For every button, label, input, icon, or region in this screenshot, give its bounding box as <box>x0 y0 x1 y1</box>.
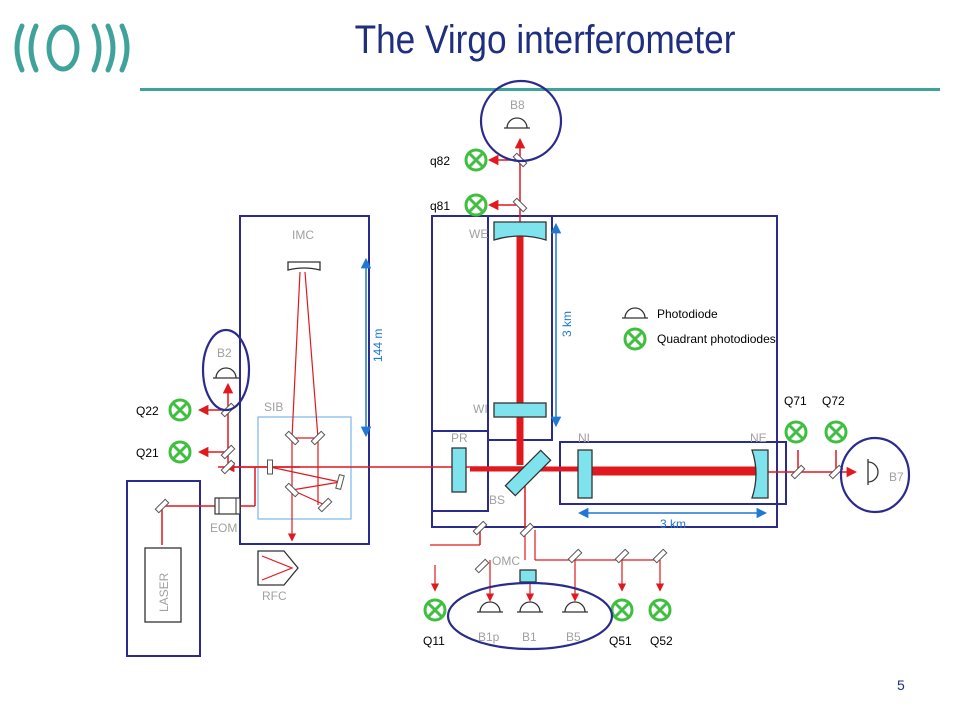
title-rule <box>140 88 940 91</box>
dimension-arrows <box>360 222 768 519</box>
legend-quadrant-label: Quadrant photodiodes <box>657 332 776 346</box>
label-q81: q81 <box>430 199 450 213</box>
optics <box>144 221 769 623</box>
label-ni: NI <box>578 431 590 445</box>
label-b8: B8 <box>510 98 525 112</box>
label-b7: B7 <box>889 470 904 484</box>
beams <box>161 137 858 602</box>
photodiode-b8-icon <box>503 117 531 129</box>
quadrant-q11-icon <box>423 598 447 622</box>
label-q52: Q52 <box>650 634 673 648</box>
legend-photodiode-icon <box>621 307 649 319</box>
photodiode-b7-icon <box>867 459 879 485</box>
label-q11: Q11 <box>423 634 445 648</box>
label-3km-vertical: 3 km <box>560 311 574 337</box>
label-q21: Q21 <box>136 446 159 460</box>
legend-quadrant-icon <box>623 327 647 351</box>
pickoff-mirrors <box>154 152 844 574</box>
label-b2: B2 <box>217 346 232 360</box>
label-ne: NE <box>750 431 767 445</box>
quadrant-q81-icon <box>464 193 488 217</box>
page-title: The Virgo interferometer <box>354 18 736 62</box>
central-building-frame <box>431 215 778 528</box>
label-b5: B5 <box>566 630 581 644</box>
quadrant-q21-icon <box>168 440 192 464</box>
label-b1: B1 <box>522 630 537 644</box>
photodiode-b2-icon <box>212 367 240 379</box>
label-3km-horizontal: 3 km <box>660 517 686 531</box>
quadrant-q52-icon <box>648 598 672 622</box>
label-wi: WI <box>473 402 488 416</box>
quadrant-q82-icon <box>464 148 488 172</box>
quadrant-q72-icon <box>824 420 848 444</box>
label-b1p: B1p <box>478 630 500 644</box>
label-pr: PR <box>451 431 468 445</box>
quadrant-q71-icon <box>784 420 808 444</box>
page-number: 5 <box>897 677 905 693</box>
quadrant-q51-icon <box>610 598 634 622</box>
label-eom: EOM <box>210 521 237 535</box>
label-laser: LASER <box>157 572 171 612</box>
photodiode-b1p-icon <box>476 601 504 613</box>
label-sib: SIB <box>264 400 283 414</box>
label-bs: BS <box>489 493 505 507</box>
label-imc: IMC <box>292 228 314 242</box>
label-q71: Q71 <box>784 394 807 408</box>
label-we: WE <box>469 227 488 241</box>
label-144m: 144 m <box>371 329 385 362</box>
label-rfc: RFC <box>262 589 287 603</box>
highlight-ellipses <box>201 79 911 651</box>
label-q22: Q22 <box>136 404 159 418</box>
north-arm-frame <box>559 441 787 505</box>
quadrant-q22-icon <box>168 398 192 422</box>
sib-frame <box>257 416 352 520</box>
photodiode-b5-icon <box>561 601 589 613</box>
label-q51: Q51 <box>609 634 632 648</box>
legend-photodiode-label: Photodiode <box>657 307 718 321</box>
labels: IMC SIB EOM RFC LASER PR BS NI NE WE WI … <box>136 98 904 648</box>
photodiode-b1-icon <box>516 601 544 613</box>
label-q82: q82 <box>430 154 450 168</box>
virgo-logo <box>8 18 148 83</box>
label-q72: Q72 <box>822 394 845 408</box>
laser-bench-frame <box>126 480 201 657</box>
label-omc: OMC <box>492 554 520 568</box>
